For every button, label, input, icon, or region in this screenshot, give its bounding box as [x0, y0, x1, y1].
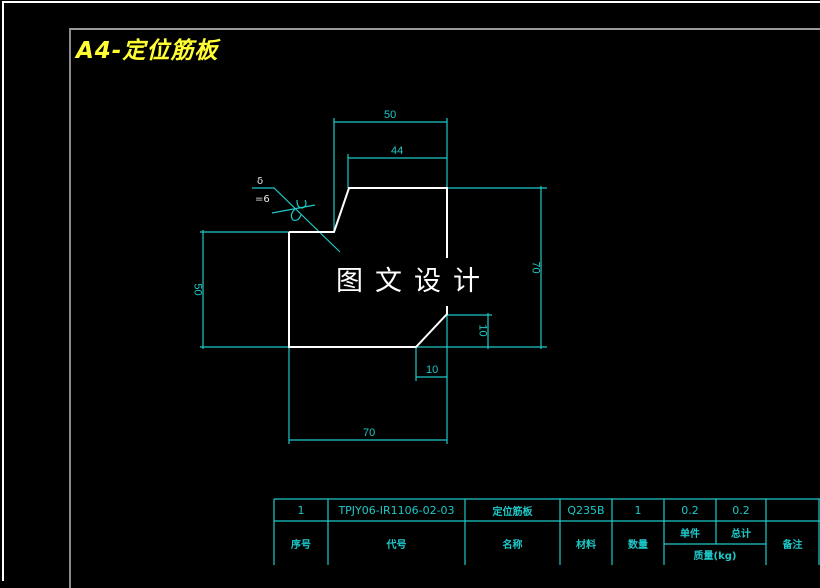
tb-total-header: 总计	[731, 529, 751, 540]
dimension-lines	[200, 118, 547, 444]
weld-thickness-value: =6	[255, 194, 270, 205]
tb-remarks-value	[766, 499, 819, 521]
tb-name-header: 名称	[502, 539, 523, 551]
inner-drawing-frame	[69, 28, 820, 588]
tb-material-value: Q235B	[567, 503, 605, 517]
dim-top-overall-width: 50	[384, 109, 397, 121]
drawing-title: A4-定位筋板	[76, 38, 219, 64]
title-block-grid	[273, 498, 820, 565]
tb-material-header: 材料	[576, 539, 596, 551]
dim-bottom-width: 70	[363, 427, 376, 439]
part-outline	[288, 187, 448, 348]
dim-chamfer-vertical: 10	[476, 324, 489, 337]
tb-index-header: 序号	[291, 539, 311, 551]
dim-left-height: 50	[191, 283, 204, 296]
weld-thickness-symbol: δ	[257, 176, 264, 187]
tb-code-value: TPJY06-IR1106-02-03	[338, 503, 455, 517]
tb-unit-header: 单件	[680, 529, 700, 540]
tb-unit-mass-value: 0.2	[681, 503, 699, 517]
tb-total-mass-value: 0.2	[732, 503, 750, 517]
watermark-text: 图文设计	[336, 266, 492, 297]
tb-mass-header: 质量(kg)	[693, 551, 737, 562]
dim-top-flat-width: 44	[391, 145, 404, 157]
tb-name-value: 定位筋板	[492, 506, 533, 518]
tb-quantity-value: 1	[634, 503, 642, 517]
tb-remarks-header: 备注	[782, 539, 803, 551]
dim-right-height: 70	[529, 261, 542, 274]
tb-code-header: 代号	[386, 539, 407, 551]
tb-quantity-header: 数量	[628, 539, 648, 551]
cad-drawing	[200, 118, 820, 565]
dim-chamfer-horizontal: 10	[426, 364, 439, 376]
tb-index-value: 1	[297, 503, 305, 517]
